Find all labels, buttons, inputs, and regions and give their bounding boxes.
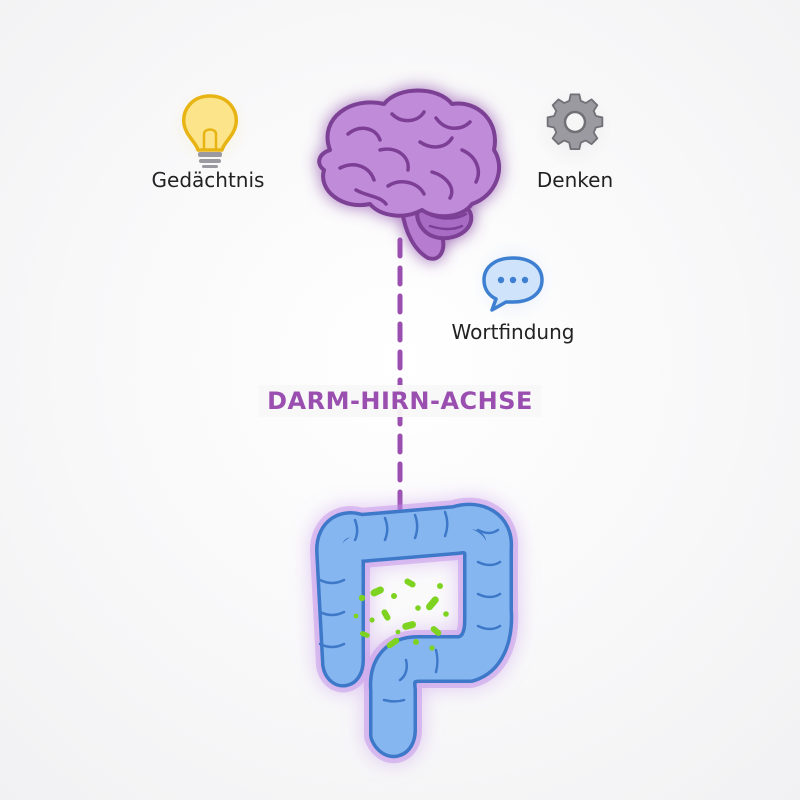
thinking-label: Denken xyxy=(536,168,614,192)
word-finding-label: Wortfindung xyxy=(451,320,575,344)
memory-label: Gedächtnis xyxy=(151,168,265,192)
axis-title: DARM-HIRN-ACHSE xyxy=(259,385,541,417)
